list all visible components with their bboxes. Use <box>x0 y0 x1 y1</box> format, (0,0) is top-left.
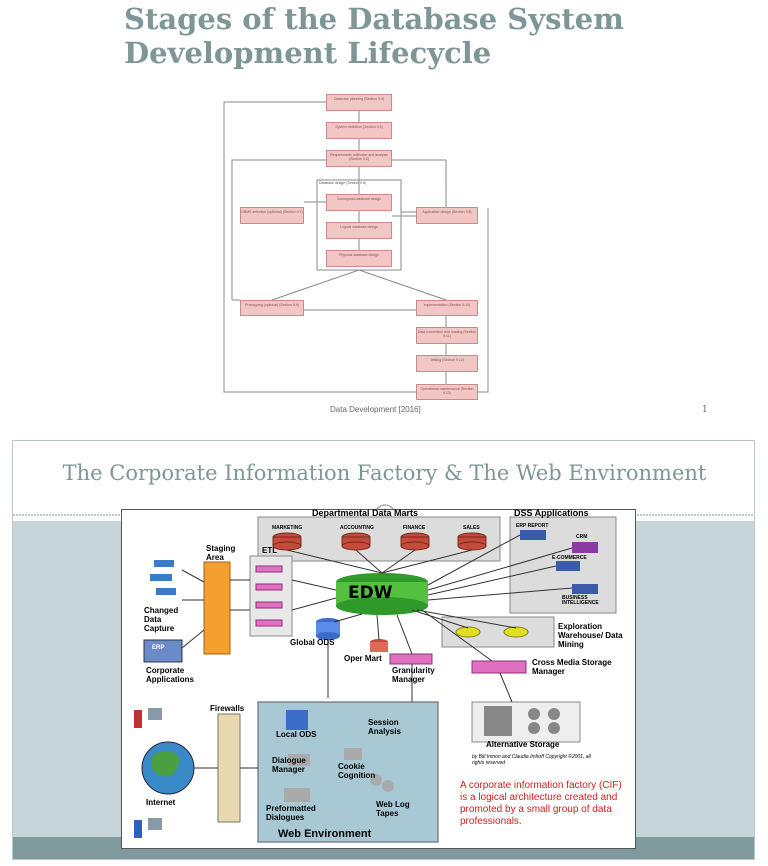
slide1-title: Stages of the Database System Developmen… <box>124 2 724 70</box>
label-mart-finance: FINANCE <box>403 525 426 531</box>
lifecycle-connectors <box>223 101 489 393</box>
box-requirements: Requirements collection and analysis (Se… <box>326 150 392 167</box>
label-exploration-warehouse: Exploration Warehouse/ Data Mining <box>558 622 623 649</box>
label-dss-crm: CRM <box>576 534 588 540</box>
slide2-title: The Corporate Information Factory & The … <box>62 461 707 485</box>
label-mart-sales: SALES <box>463 525 480 531</box>
label-granularity-manager: Granularity Manager <box>392 666 435 684</box>
box-logical-design: Logical database design <box>326 222 392 239</box>
slide1-title-line2: Development Lifecycle <box>124 36 492 70</box>
label-staging-area: Staging Area <box>206 544 236 562</box>
label-corporate-applications: Corporate Applications <box>146 666 195 684</box>
cif-note: A corporate information factory (CIF) is… <box>460 780 622 827</box>
label-etl: ETL <box>262 546 278 555</box>
box-application-design: Application design (Section 9.8) <box>416 207 478 224</box>
label-dialogue-manager: Dialogue Manager <box>272 756 306 774</box>
slide1-title-line1: Stages of the Database System <box>124 2 624 36</box>
label-dss-erp-report: ERP REPORT <box>516 523 549 529</box>
label-cookie-cognition: Cookie Cognition <box>338 762 376 780</box>
label-mart-marketing: MARKETING <box>272 525 303 531</box>
box-testing: Testing (Section 9.12) <box>416 355 478 372</box>
label-global-ods: Global ODS <box>290 638 335 647</box>
box-physical-design: Physical database design <box>326 250 392 267</box>
box-implementation: Implementation (Section 9.10) <box>416 300 478 316</box>
label-preformatted-dialogues: Preformatted Dialogues <box>266 804 316 822</box>
label-dss-business-intelligence: BUSINESS INTELLIGENCE <box>562 595 599 606</box>
label-oper-mart: Oper Mart <box>344 654 382 663</box>
label-erp: ERP <box>152 645 165 651</box>
label-credit: by Bill Inmon and Claudia Imhoff Copyrig… <box>472 754 591 766</box>
label-changed-data-capture: Changed Data Capture <box>144 606 179 633</box>
label-edw: EDW <box>348 583 393 603</box>
label-alternative-storage: Alternative Storage <box>486 740 560 749</box>
label-web-log-tapes: Web Log Tapes <box>376 800 410 818</box>
box-system-definition: System definition (Section 9.5) <box>326 122 392 139</box>
slide1-footer: Data Development [2016] <box>330 405 421 414</box>
label-local-ods: Local ODS <box>276 730 317 739</box>
label-dss-ecommerce: E-COMMERCE <box>552 555 587 561</box>
box-conceptual-design: Conceptual database design <box>326 194 392 211</box>
box-data-conversion: Data conversion and loading (Section 9.1… <box>416 327 478 344</box>
label-dss-applications: DSS Applications <box>514 508 589 518</box>
slide2: The Corporate Information Factory & The … <box>12 440 755 860</box>
label-firewalls: Firewalls <box>210 704 245 713</box>
label-mart-accounting: ACCOUNTING <box>340 525 374 531</box>
label-session-analysis: Session Analysis <box>368 718 401 736</box>
label-cross-media-storage-manager: Cross Media Storage Manager <box>532 658 612 676</box>
box-dbms-selection: DBMS selection (optional) (Section 9.7) <box>240 207 304 224</box>
slide1-page-number: 1 <box>702 405 708 415</box>
label-internet: Internet <box>146 798 176 807</box>
box-database-planning: Database planning (Section 9.4) <box>326 94 392 111</box>
box-database-design-group: Database design (Section 9.6) <box>319 181 367 185</box>
label-web-environment: Web Environment <box>278 828 372 840</box>
label-departmental-data-marts: Departmental Data Marts <box>312 508 419 518</box>
cif-graphics <box>134 516 617 843</box>
box-prototyping: Prototyping (optional) (Section 9.9) <box>240 300 304 316</box>
box-operational-maintenance: Operational maintenance (Section 9.13) <box>416 384 478 400</box>
cif-diagram: Departmental Data Marts DSS Applications… <box>121 509 636 849</box>
